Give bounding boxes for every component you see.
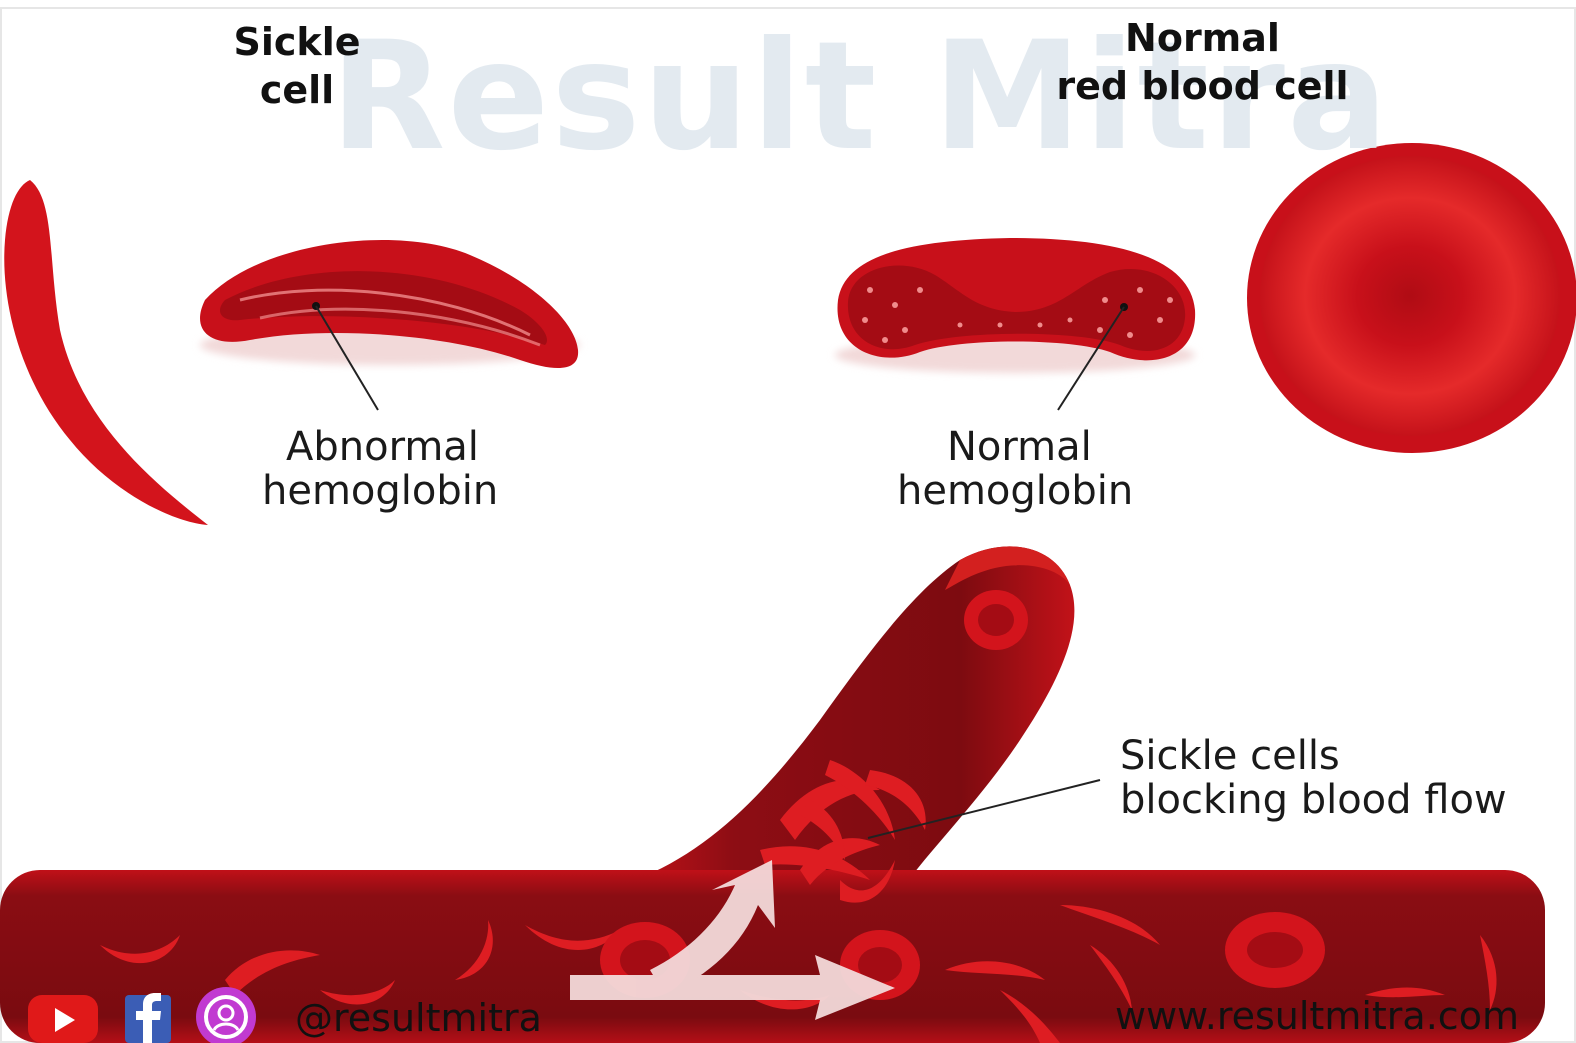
sickle-cell-cross-section (200, 240, 580, 368)
website-link[interactable]: www.resultmitra.com (1115, 994, 1519, 1038)
normal-red-blood-cell (1247, 143, 1576, 453)
normal-hemoglobin-label: Normal hemoglobin (897, 425, 1133, 513)
sickle-cell-title: Sickle cell (212, 18, 382, 114)
abnormal-hemoglobin-label: Abnormal hemoglobin (262, 425, 498, 513)
social-handle[interactable]: @resultmitra (295, 996, 542, 1040)
normal-cell-cross-section (835, 238, 1195, 373)
large-sickle-cell (4, 180, 208, 525)
facebook-icon (125, 993, 171, 1043)
normal-rbc-title: Normal red blood cell (1030, 14, 1375, 110)
sickle-blocking-label: Sickle cells blocking blood flow (1120, 734, 1507, 822)
youtube-icon (28, 995, 98, 1043)
